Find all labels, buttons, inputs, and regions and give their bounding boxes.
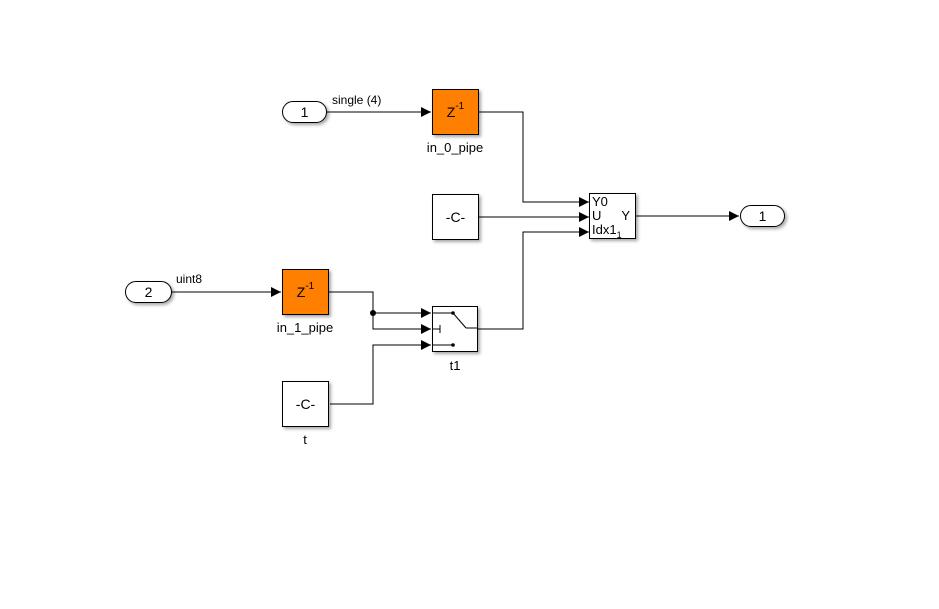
signal-label-single: single (4) xyxy=(332,93,382,107)
block-name-in0pipe: in_0_pipe xyxy=(426,140,484,155)
switch-block-t1[interactable] xyxy=(432,306,478,352)
signal-line-switch-to-idx1[interactable] xyxy=(478,227,589,330)
constant-text: -C- xyxy=(295,396,316,412)
outport-1-label: 1 xyxy=(758,208,767,224)
assignment-idx-subscript: 1 xyxy=(616,230,622,240)
constant-text: -C- xyxy=(445,209,466,225)
assignment-port-y: Y xyxy=(621,208,630,223)
inport-1[interactable]: 1 xyxy=(282,101,327,123)
switch-icon xyxy=(433,311,477,347)
delay-block-in0pipe[interactable]: Z-1 xyxy=(432,89,479,135)
assignment-port-u: U xyxy=(592,208,602,223)
delay-block-in1pipe[interactable]: Z-1 xyxy=(282,269,329,315)
assignment-port-y0: Y0 xyxy=(592,194,608,209)
signal-line-in1pipe-branch[interactable] xyxy=(329,291,431,318)
block-name-t: t xyxy=(303,432,307,447)
delay-exponent: -1 xyxy=(455,100,465,112)
inport-2[interactable]: 2 xyxy=(125,281,172,303)
branch-point xyxy=(370,310,376,316)
constant-block-t[interactable]: -C- xyxy=(282,381,329,427)
delay-z-text: Z xyxy=(296,284,306,300)
assignment-port-idx1: Idx11 xyxy=(592,222,622,240)
assignment-block[interactable]: Y0 U Idx11 Y xyxy=(589,193,636,240)
outport-1[interactable]: 1 xyxy=(740,205,785,227)
signal-line-in1pipe-to-switch-control[interactable] xyxy=(372,313,431,334)
signal-line-in0pipe-to-y0[interactable] xyxy=(479,111,589,207)
signal-line-const-t-to-switch[interactable] xyxy=(330,340,431,405)
signal-label-uint8: uint8 xyxy=(176,272,203,286)
delay-exponent: -1 xyxy=(305,280,315,292)
inport-2-label: 2 xyxy=(144,284,153,300)
delay-z-text: Z xyxy=(446,104,456,120)
block-name-in1pipe: in_1_pipe xyxy=(276,320,334,335)
block-name-t1: t1 xyxy=(449,358,461,373)
constant-block-selector[interactable]: -C- xyxy=(432,194,479,240)
inport-1-label: 1 xyxy=(300,104,309,120)
